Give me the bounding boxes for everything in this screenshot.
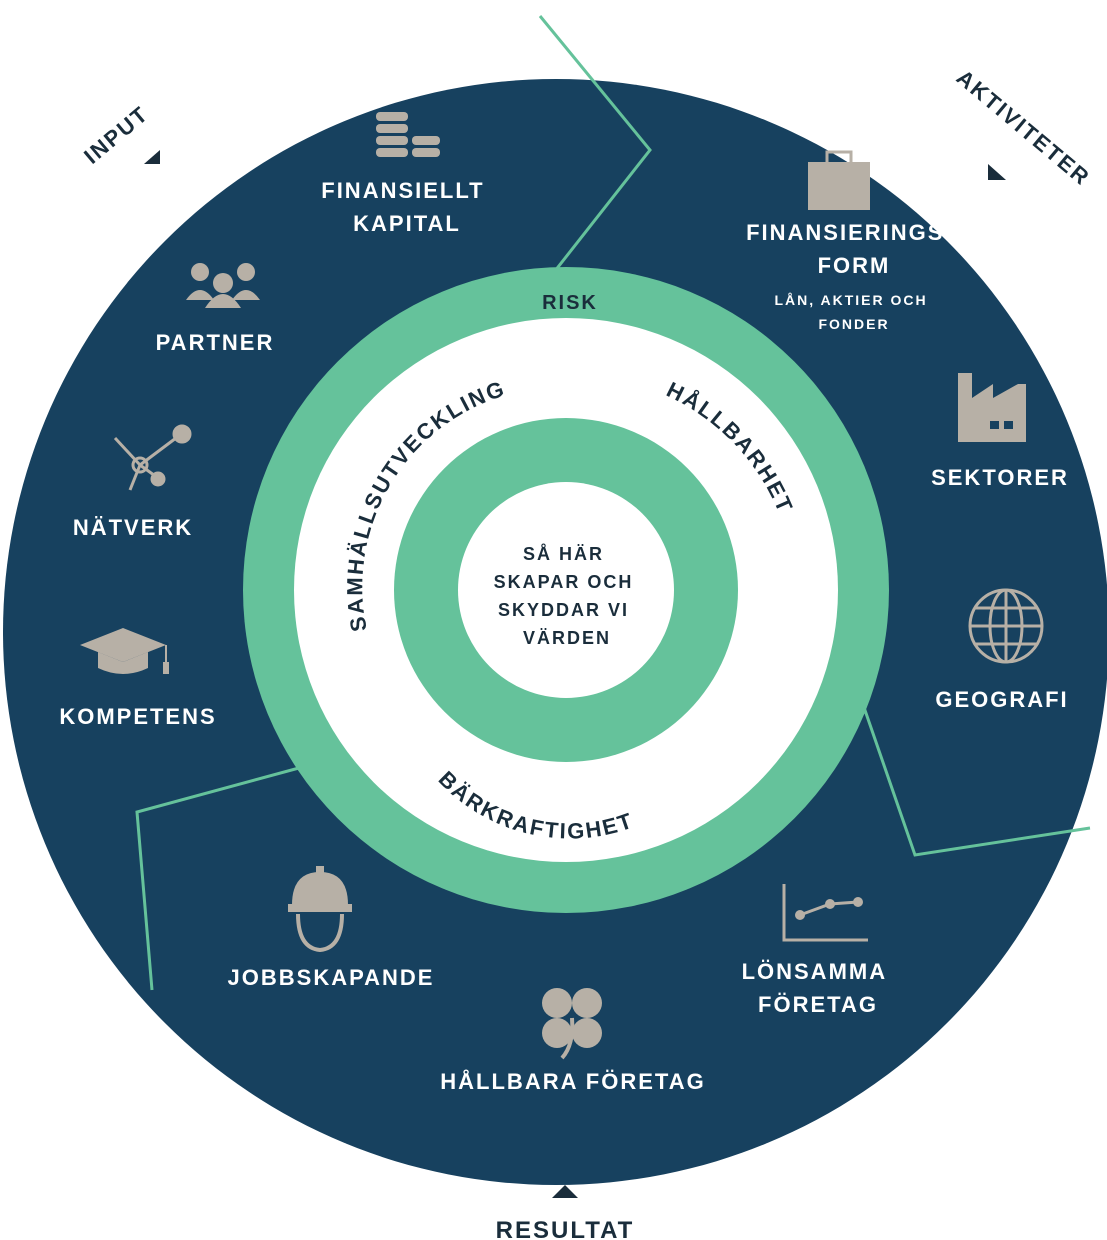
factory-icon: [958, 373, 1026, 442]
activities-label: AKTIVITETER: [952, 65, 1095, 191]
top-arrow-outline: [538, 15, 652, 291]
financing-form-sub: LÅN, AKTIER OCH FONDER: [774, 292, 933, 332]
network-icon: [113, 424, 192, 491]
graduation-cap-icon: [80, 628, 169, 674]
sustainable-companies-label: HÅLLBARA FÖRETAG: [440, 1068, 705, 1094]
profitable-companies-label: LÖNSAMMA FÖRETAG: [742, 959, 895, 1017]
briefcase-icon: [808, 150, 870, 210]
center-text: SÅ HÄR SKAPAR OCH SKYDDAR VI VÄRDEN: [494, 544, 641, 648]
sectors-label: SEKTORER: [931, 465, 1069, 490]
input-triangle: [144, 150, 160, 164]
job-creation-label: JOBBSKAPANDE: [228, 965, 435, 990]
hard-hat-icon: [288, 866, 352, 953]
left-arrow-outline: [135, 763, 311, 991]
right-arrow-outline: [856, 689, 1091, 857]
competence-label: KOMPETENS: [59, 704, 216, 729]
clover-icon: [542, 988, 602, 1060]
input-label: INPUT: [79, 101, 153, 169]
result-triangle: [552, 1185, 578, 1198]
activities-triangle: [988, 164, 1006, 180]
partner-label: PARTNER: [156, 330, 275, 355]
financial-capital-label: FINANSIELLT KAPITAL: [321, 178, 492, 236]
globe-icon: [968, 588, 1044, 664]
center-circle: [458, 482, 674, 698]
coins-icon: [376, 112, 440, 157]
result-label: RESULTAT: [496, 1217, 635, 1240]
people-icon: [186, 263, 260, 308]
geography-label: GEOGRAFI: [935, 687, 1068, 712]
financing-form-label: FINANSIERINGS- FORM: [746, 220, 962, 278]
risk-label: RISK: [542, 292, 598, 314]
network-label: NÄTVERK: [73, 515, 193, 540]
line-chart-icon: [782, 884, 868, 942]
